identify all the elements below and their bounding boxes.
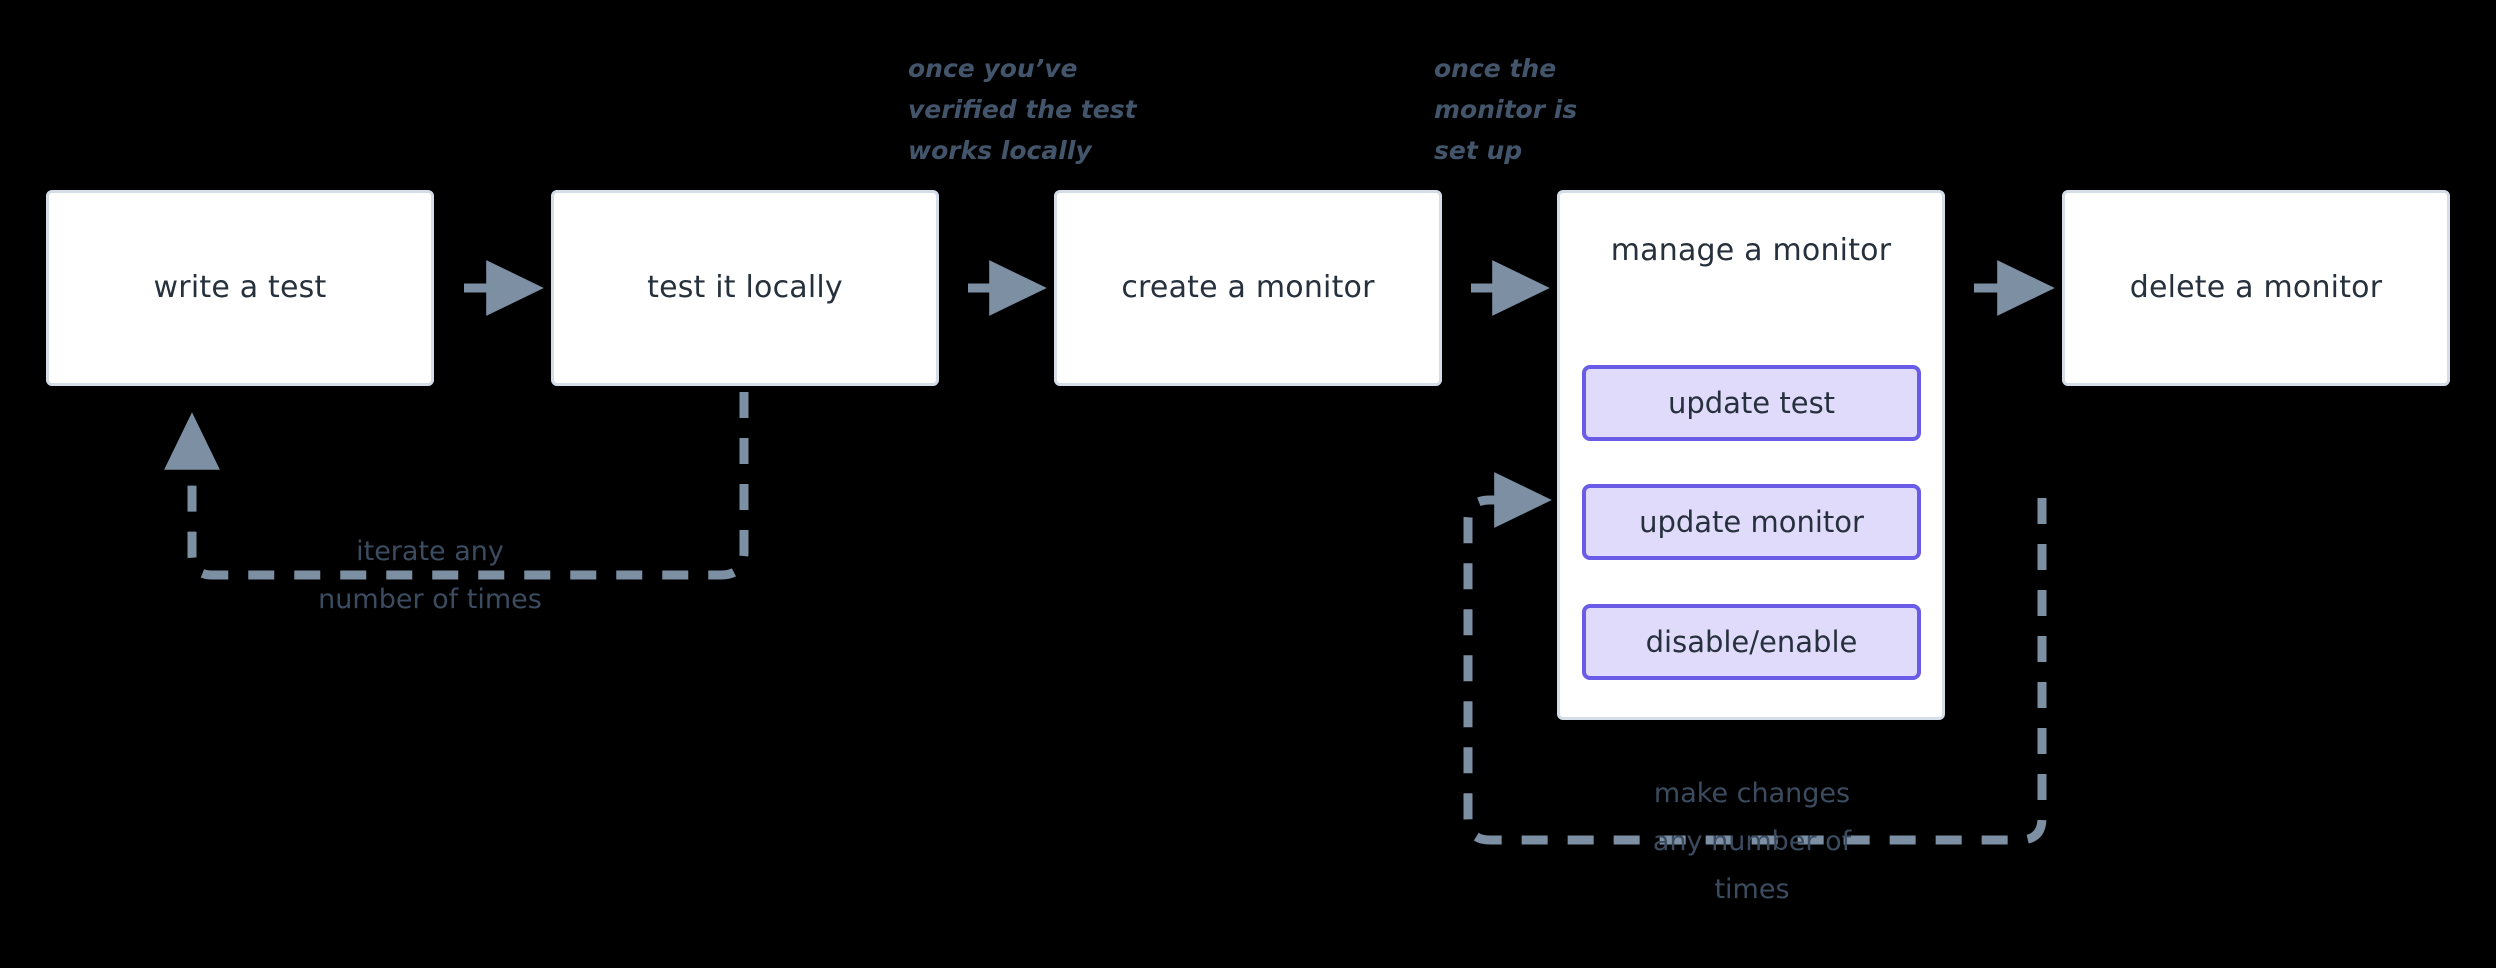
node-label: delete a monitor xyxy=(2129,270,2383,305)
annotation-verified-locally: once you’ve verified the test works loca… xyxy=(908,54,1137,165)
node-label: manage a monitor xyxy=(1610,233,1892,268)
annotation-monitor-set-up: once the monitor is set up xyxy=(1434,54,1578,165)
node-create-a-monitor[interactable]: create a monitor xyxy=(1054,190,1442,386)
subnode-update-test[interactable]: update test xyxy=(1582,365,1921,441)
node-label: write a test xyxy=(153,270,327,305)
node-label: create a monitor xyxy=(1121,270,1375,305)
subnode-label: update test xyxy=(1667,386,1836,420)
node-delete-a-monitor[interactable]: delete a monitor xyxy=(2062,190,2450,386)
subnode-label: update monitor xyxy=(1639,505,1864,539)
subnode-disable-enable[interactable]: disable/enable xyxy=(1582,604,1921,680)
loop-caption-iterate: iterate any number of times xyxy=(318,536,542,615)
loop-caption-make-changes: make changes any number of times xyxy=(1652,778,1852,905)
node-write-a-test[interactable]: write a test xyxy=(46,190,434,386)
node-test-it-locally[interactable]: test it locally xyxy=(551,190,939,386)
node-label: test it locally xyxy=(647,270,843,305)
subnode-update-monitor[interactable]: update monitor xyxy=(1582,484,1921,560)
subnode-label: disable/enable xyxy=(1645,625,1858,659)
